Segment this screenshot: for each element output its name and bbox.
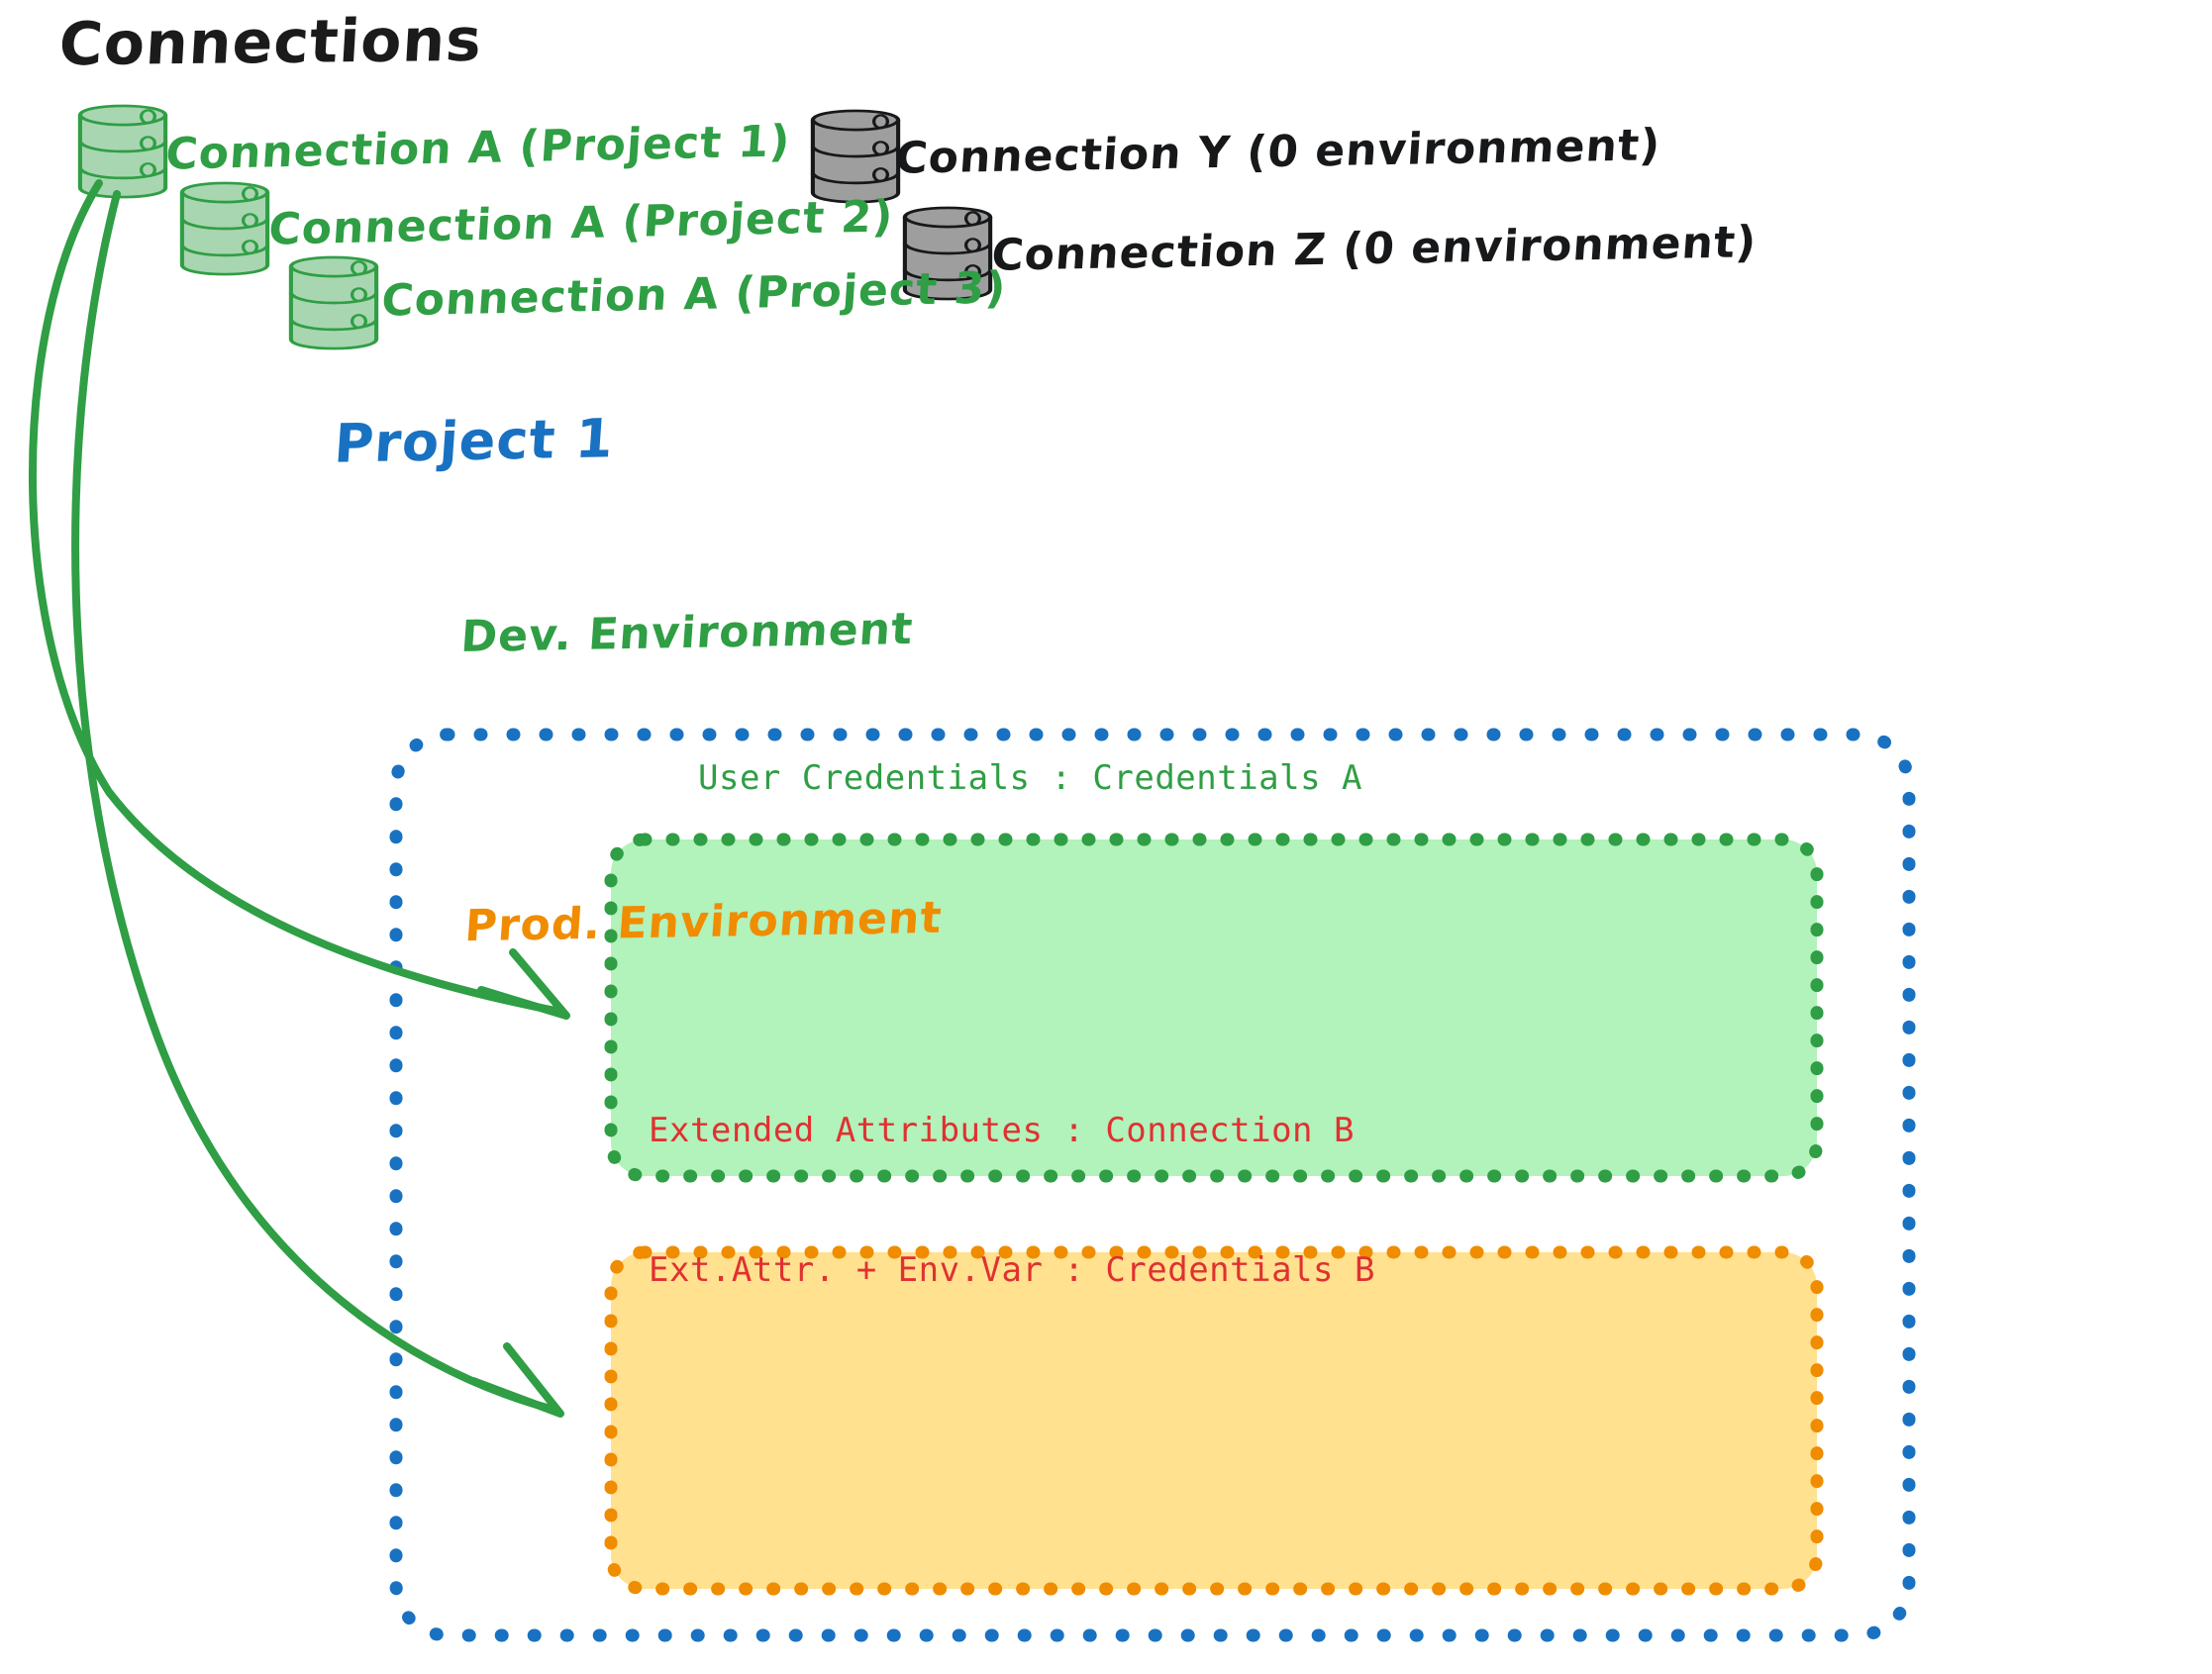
database-icon-connection-a-project-3 xyxy=(291,257,376,348)
database-icon-connection-a-project-2 xyxy=(182,183,267,274)
database-icon-connection-a-project-1 xyxy=(80,106,165,197)
prod-environment-row-ext-attr-env-var: Ext.Attr. + Env.Var : Credentials B xyxy=(649,1249,1375,1290)
arrow-connection-a-to-dev xyxy=(29,179,570,1020)
prod-environment-row-extended-attributes: Extended Attributes : Connection B xyxy=(649,1110,1355,1150)
prod-environment-rows: Extended Attributes : Connection B Ext.A… xyxy=(649,1015,1375,1386)
project-1-container xyxy=(389,728,1916,1642)
project-title: Project 1 xyxy=(332,407,617,475)
prod-environment-title: Prod. Environment xyxy=(462,892,945,952)
prod-environment-box xyxy=(604,1245,1824,1596)
dev-environment-title: Dev. Environment xyxy=(458,604,916,662)
database-gray-tint xyxy=(815,117,896,196)
page-title: Connections xyxy=(56,5,485,80)
dev-environment-row-user-credentials: User Credentials : Credentials A xyxy=(698,758,1363,798)
arrow-connection-a-to-prod xyxy=(71,190,564,1418)
dev-environment-box xyxy=(604,833,1824,1183)
